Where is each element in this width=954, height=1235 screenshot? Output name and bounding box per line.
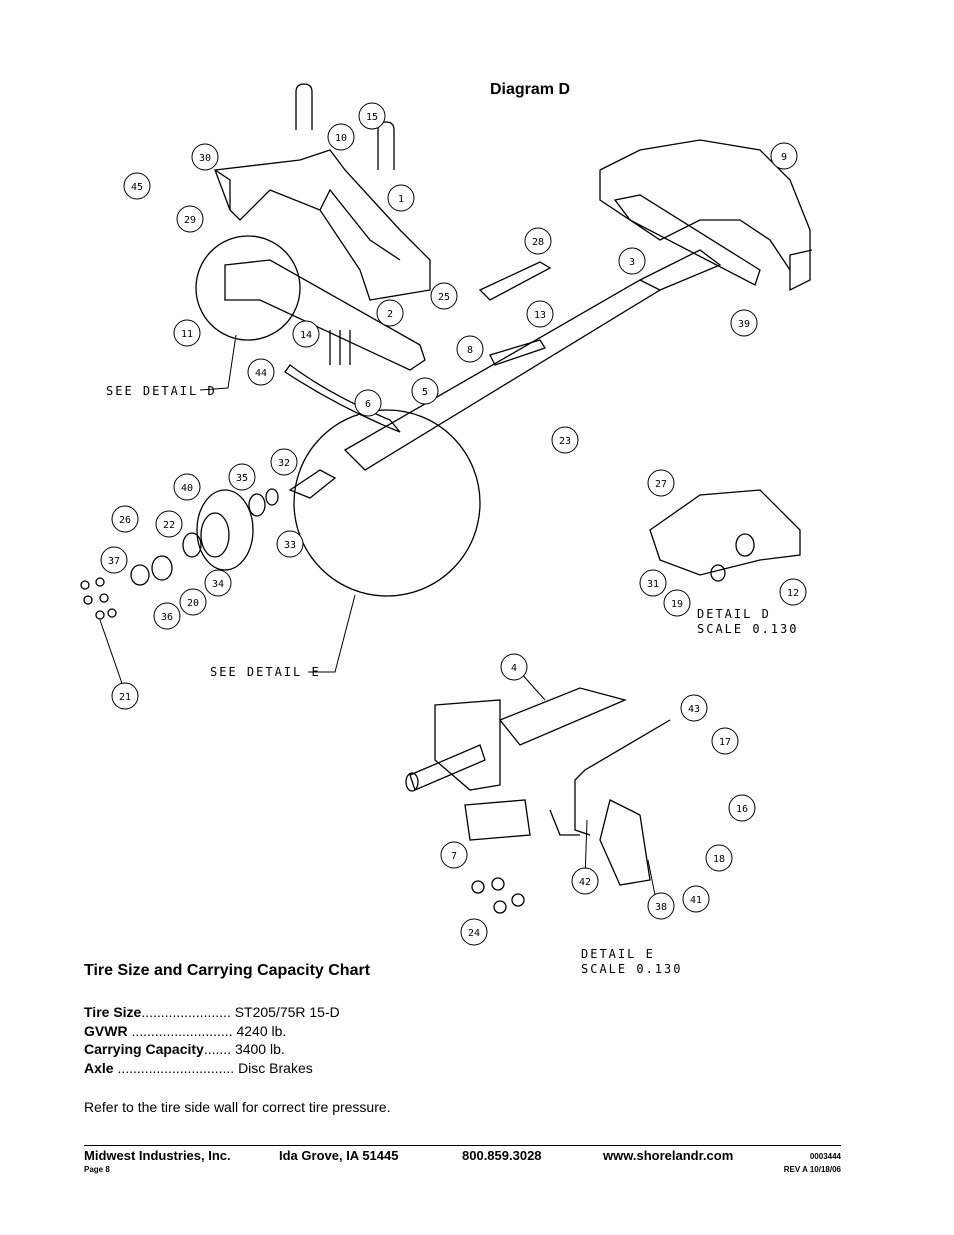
callout-label: 5 xyxy=(422,387,428,398)
spec-label: Carrying Capacity xyxy=(84,1041,204,1057)
callout-label: 22 xyxy=(163,520,175,531)
callout-label: 29 xyxy=(184,215,196,226)
leaf-spring xyxy=(284,364,401,433)
callout-label: 36 xyxy=(161,612,173,623)
footer-divider xyxy=(84,1145,841,1146)
callout-label: 31 xyxy=(647,579,659,590)
callout-label: 40 xyxy=(181,483,193,494)
callout-label: 17 xyxy=(719,737,731,748)
spec-value: Disc Brakes xyxy=(238,1060,313,1076)
callout-label: 27 xyxy=(655,479,667,490)
right-fender xyxy=(599,139,811,292)
spec-leader: .......................... xyxy=(127,1023,233,1039)
brake-rotor xyxy=(196,489,254,571)
tire-pressure-note: Refer to the tire side wall for correct … xyxy=(84,1099,391,1115)
detail-e-caliper xyxy=(599,799,651,886)
footer-phone: 800.859.3028 xyxy=(462,1148,542,1163)
callout-label: 20 xyxy=(187,598,199,609)
footer-revision: REV A 10/18/06 xyxy=(783,1165,841,1174)
callout-label: 12 xyxy=(787,588,799,599)
detail-e-title: DETAIL E xyxy=(581,947,655,961)
callout-label: 37 xyxy=(108,556,120,567)
callout-label: 1 xyxy=(398,194,404,205)
footer-company: Midwest Industries, Inc. xyxy=(84,1148,231,1163)
see-detail-e-label: SEE DETAIL E xyxy=(210,665,321,679)
callout-label: 41 xyxy=(690,895,702,906)
spec-leader: ....... xyxy=(203,1041,232,1057)
spec-leader: ....................... xyxy=(141,1004,231,1020)
footer-page-number: Page 8 xyxy=(84,1165,110,1174)
detail-d-title: DETAIL D xyxy=(697,607,771,621)
callout-label: 18 xyxy=(713,854,725,865)
detail-e-axle-plate xyxy=(434,699,501,791)
callout-label: 35 xyxy=(236,473,248,484)
callout-label: 15 xyxy=(366,112,378,123)
callout-label: 26 xyxy=(119,515,131,526)
callout-label: 28 xyxy=(532,237,544,248)
detail-d-circle xyxy=(195,235,301,341)
callout-label: 7 xyxy=(451,851,457,862)
detail-d-bracket xyxy=(649,489,801,576)
callout-label: 4 xyxy=(511,663,517,674)
callout-label: 43 xyxy=(688,704,700,715)
spec-row-gvwr: GVWR .......................... 4240 lb. xyxy=(84,1023,286,1039)
spec-row-axle: Axle .............................. Disc… xyxy=(84,1060,313,1076)
spec-value: 3400 lb. xyxy=(234,1041,285,1057)
chart-title: Tire Size and Carrying Capacity Chart xyxy=(84,962,371,979)
see-detail-d-label: SEE DETAIL D xyxy=(106,384,217,398)
callout-label: 23 xyxy=(559,436,571,447)
callout-label: 16 xyxy=(736,804,748,815)
detail-e-scale: SCALE 0.130 xyxy=(581,962,682,976)
detail-d-scale: SCALE 0.130 xyxy=(697,622,798,636)
spec-label: GVWR xyxy=(84,1023,128,1039)
callout-label: 34 xyxy=(212,579,224,590)
detail-e-mount-plate xyxy=(464,799,531,841)
callout-label: 3 xyxy=(629,257,635,268)
callout-label: 6 xyxy=(365,399,371,410)
footer-city: Ida Grove, IA 51445 xyxy=(279,1148,399,1163)
footer-doc-number: 0003444 xyxy=(809,1152,841,1161)
exploded-parts-diagram: 45 30 29 10 15 1 9 28 3 25 2 11 14 13 8 … xyxy=(80,83,813,976)
callout-label: 30 xyxy=(199,153,211,164)
left-fender xyxy=(214,149,431,301)
callout-label: 9 xyxy=(781,152,787,163)
callout-label: 33 xyxy=(284,540,296,551)
detail-e-circle xyxy=(293,409,481,597)
spec-label: Axle xyxy=(84,1060,114,1076)
callout-label: 25 xyxy=(438,292,450,303)
spec-value: 4240 lb. xyxy=(236,1023,287,1039)
footer-website[interactable]: www.shorelandr.com xyxy=(603,1148,734,1163)
spec-value: ST205/75R 15-D xyxy=(234,1004,340,1020)
callout-label: 39 xyxy=(738,319,750,330)
callout-label: 11 xyxy=(181,329,193,340)
callout-label: 8 xyxy=(467,345,473,356)
callout-label: 45 xyxy=(131,182,143,193)
callout-label: 10 xyxy=(335,133,347,144)
spec-row-tire-size: Tire Size....................... ST205/7… xyxy=(84,1004,340,1020)
callout-label: 32 xyxy=(278,458,290,469)
callout-label: 44 xyxy=(255,368,267,379)
callout-label: 42 xyxy=(579,877,591,888)
callout-label: 14 xyxy=(300,330,312,341)
callout-label: 24 xyxy=(468,928,480,939)
callout-label: 13 xyxy=(534,310,546,321)
callout-label: 19 xyxy=(671,599,683,610)
spec-row-carrying-capacity: Carrying Capacity....... 3400 lb. xyxy=(84,1041,285,1057)
diagram-title: Diagram D xyxy=(490,81,571,98)
spec-label: Tire Size xyxy=(84,1004,142,1020)
callout-label: 2 xyxy=(387,309,393,320)
spec-leader: .............................. xyxy=(113,1060,235,1076)
callout-label: 21 xyxy=(119,692,131,703)
callout-label: 38 xyxy=(655,902,667,913)
